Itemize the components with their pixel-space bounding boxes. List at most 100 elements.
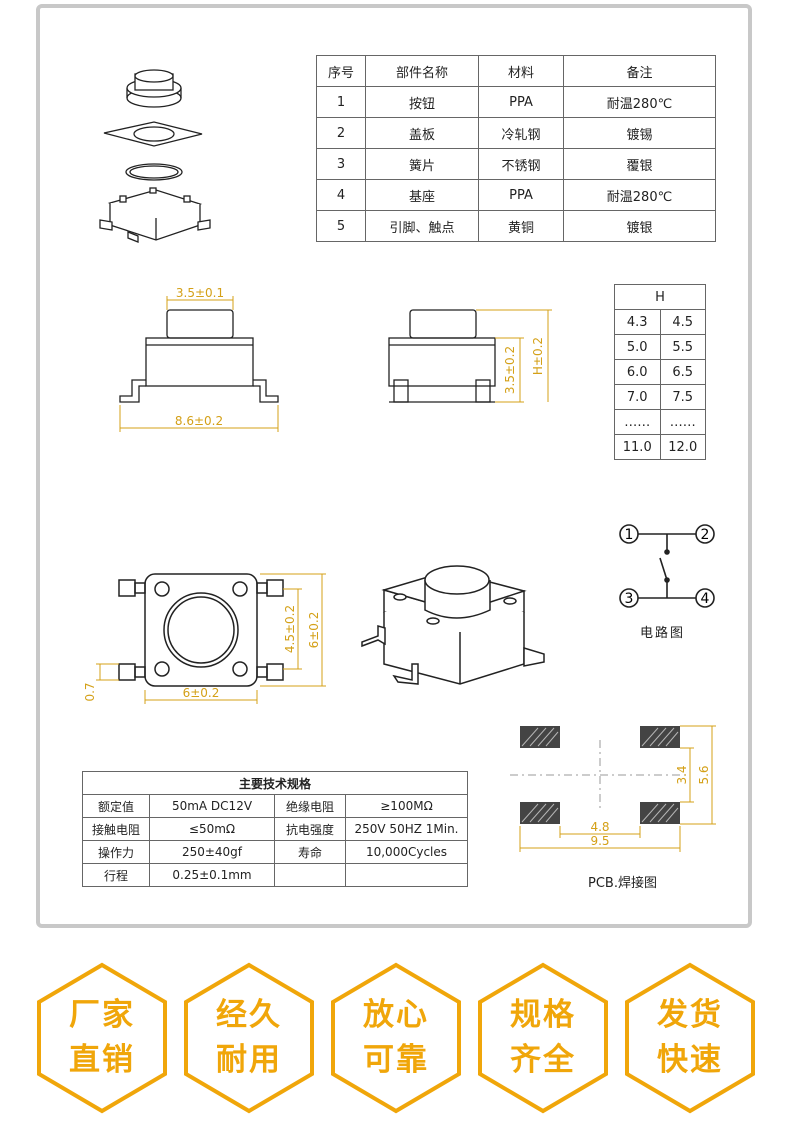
table-cell: PPA (478, 86, 564, 118)
hexagon-icon (625, 962, 755, 1114)
badge-fast-shipping: 发货 快速 (624, 962, 756, 1114)
table-cell: 基座 (365, 179, 479, 211)
table-cell: 绝缘电阻 (274, 794, 346, 818)
badge-line-2: 直销 (69, 1042, 135, 1078)
table-cell: 11.0 (614, 434, 661, 460)
badge-line-1: 规格 (510, 997, 576, 1033)
parts-table: 序号 部件名称 材料 备注 1 按钮 PPA 耐温280℃ 2 盖板 冷轧钢 镀… (316, 55, 716, 242)
table-cell: 5.5 (659, 334, 706, 360)
table-cell: 7.0 (614, 384, 661, 410)
dim-outer: 6±0.2 (307, 612, 321, 649)
specs-table: 主要技术规格 额定值 50mA DC12V 绝缘电阻 ≥100MΩ 接触电阻 ≤… (82, 771, 468, 887)
dim-body-width: 8.6±0.2 (175, 414, 223, 428)
height-header: H (614, 284, 706, 310)
badge-line-2: 可靠 (363, 1042, 429, 1078)
table-cell: 5.0 (614, 334, 661, 360)
table-cell: 操作力 (82, 840, 150, 864)
specs-title: 主要技术规格 (82, 771, 468, 795)
table-cell: 按钮 (365, 86, 479, 118)
table-cell: 250±40gf (149, 840, 275, 864)
table-cell: 3 (316, 148, 366, 180)
pcb-dim-c: 3.4 (675, 765, 689, 784)
dim-total-height: H±0.2 (531, 337, 545, 375)
dim-top-width: 6±0.2 (183, 686, 220, 700)
table-cell: 镀银 (563, 210, 716, 242)
hexagon-icon (331, 962, 461, 1114)
table-cell: 抗电强度 (274, 817, 346, 841)
height-header-row: H (614, 284, 706, 310)
table-cell: 6.5 (659, 359, 706, 385)
badge-reliable: 放心 可靠 (330, 962, 462, 1114)
parts-header-cell: 备注 (563, 55, 716, 87)
table-row: 1 按钮 PPA 耐温280℃ (316, 86, 716, 118)
pin-2: 2 (701, 527, 710, 543)
table-cell: 盖板 (365, 117, 479, 149)
table-cell: 冷轧钢 (478, 117, 564, 149)
front-view (119, 309, 279, 403)
table-cell: 耐温280℃ (563, 179, 716, 211)
hexagon-icon (184, 962, 314, 1114)
hexagon-icon (478, 962, 608, 1114)
parts-header-row: 序号 部件名称 材料 备注 (316, 55, 716, 87)
top-view (118, 573, 284, 687)
table-cell: 覆银 (563, 148, 716, 180)
pcb-dims (519, 725, 716, 852)
dim-inner: 4.5±0.2 (283, 605, 297, 653)
table-row: 接触电阻 ≤50mΩ 抗电强度 250V 50HZ 1Min. (82, 817, 468, 841)
table-cell: 7.5 (659, 384, 706, 410)
table-cell: 接触电阻 (82, 817, 150, 841)
circuit-label: 电路图 (640, 626, 686, 641)
table-cell: 5 (316, 210, 366, 242)
table-row: 4 基座 PPA 耐温280℃ (316, 179, 716, 211)
side-view-dims (476, 309, 552, 403)
pin-4: 4 (701, 591, 710, 607)
pin-1: 1 (625, 527, 634, 543)
badge-line-1: 经久 (216, 997, 282, 1033)
table-cell: …… (614, 409, 661, 435)
circuit-diagram (619, 524, 715, 608)
table-cell: 4.5 (659, 309, 706, 335)
table-cell: 4.3 (614, 309, 661, 335)
table-cell: 6.0 (614, 359, 661, 385)
table-row: 3 簧片 不锈钢 覆银 (316, 148, 716, 180)
pcb-dim-b: 9.5 (590, 834, 609, 848)
table-row: 额定值 50mA DC12V 绝缘电阻 ≥100MΩ (82, 794, 468, 818)
table-cell: 10,000Cycles (345, 840, 468, 864)
badge-line-2: 齐全 (510, 1042, 576, 1078)
table-cell: 12.0 (659, 434, 706, 460)
table-cell: 引脚、触点 (365, 210, 479, 242)
table-cell: 额定值 (82, 794, 150, 818)
table-cell: 耐温280℃ (563, 86, 716, 118)
table-cell: 镀锡 (563, 117, 716, 149)
parts-header-cell: 序号 (316, 55, 366, 87)
iso-view (361, 565, 545, 685)
table-cell: 寿命 (274, 840, 346, 864)
table-cell: 50mA DC12V (149, 794, 275, 818)
table-row: 行程 0.25±0.1mm (82, 863, 468, 887)
pcb-dim-d: 5.6 (697, 765, 711, 784)
table-row: 2 盖板 冷轧钢 镀锡 (316, 117, 716, 149)
table-cell: 2 (316, 117, 366, 149)
table-cell: 黄铜 (478, 210, 564, 242)
table-cell: 簧片 (365, 148, 479, 180)
pcb-footprint (510, 726, 690, 824)
dim-base-height: 3.5±0.2 (503, 346, 517, 394)
badge-line-1: 发货 (657, 997, 723, 1033)
pcb-label: PCB.焊接图 (588, 876, 657, 891)
pin-3: 3 (625, 591, 634, 607)
table-cell: …… (659, 409, 706, 435)
badge-full-range: 规格 齐全 (477, 962, 609, 1114)
dim-lead: 0.7 (83, 682, 97, 701)
badge-line-1: 放心 (363, 997, 429, 1033)
top-view-dims (96, 573, 326, 704)
dim-button-width: 3.5±0.1 (176, 286, 224, 300)
specs-title-row: 主要技术规格 (82, 771, 468, 795)
table-cell: 不锈钢 (478, 148, 564, 180)
side-view (388, 309, 496, 403)
